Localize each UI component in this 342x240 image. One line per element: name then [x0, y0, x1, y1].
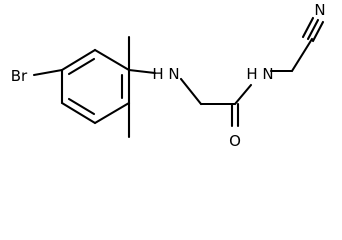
atom-labels: Br H N H N O N [11, 1, 326, 150]
nitrile-bond-b [311, 20, 325, 43]
benzene-ring [60, 48, 131, 125]
ring-double-bond [67, 57, 96, 76]
ring-bond [93, 101, 131, 125]
nitrile-triple-bond [301, 16, 325, 43]
aryl-amine-label: H N [152, 65, 179, 83]
nitrile-bond-a [306, 18, 320, 41]
amine-ch2-bond [179, 77, 203, 106]
nitrile-nitrogen-label: N [314, 1, 325, 19]
nitrile-bond-c [301, 16, 315, 39]
ring-bond [60, 101, 97, 125]
ring-bond [60, 48, 97, 72]
molecule-structure: Br H N H N O N [11, 1, 326, 150]
amide-nh-label: H N [246, 65, 273, 83]
aryl-amine-bond [127, 68, 157, 75]
ch2-nitrile-bond [290, 37, 314, 73]
carbonyl-nh-bond [233, 83, 253, 106]
carbonyl-oxygen-label: O [229, 132, 241, 150]
ring-double-bond [67, 97, 96, 116]
substituent-bonds [32, 35, 314, 139]
bromine-bond [32, 68, 64, 77]
carbonyl-double-bond [230, 102, 240, 128]
ring-bond [93, 48, 131, 72]
bromine-label: Br [11, 67, 28, 85]
